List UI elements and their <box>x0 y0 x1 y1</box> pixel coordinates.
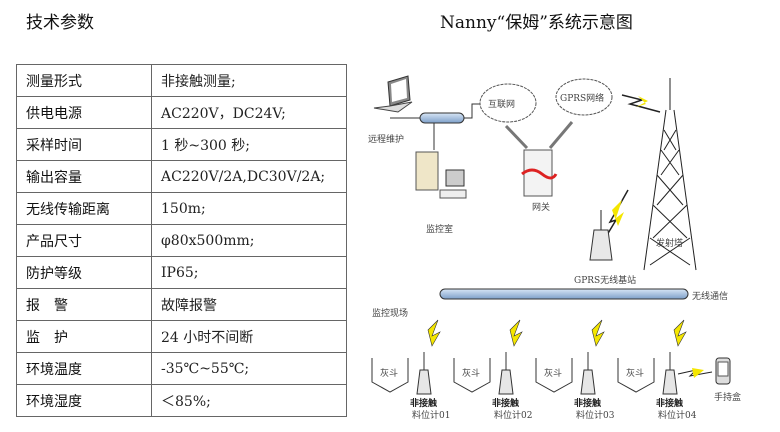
hopper-icon <box>617 358 655 393</box>
system-diagram: 远程维护 互联网 GPRS网络 监控室 网关 发射塔 GPRS无线基站 无线通信… <box>360 60 780 432</box>
spec-key: 报 警 <box>16 288 152 321</box>
spec-key: 测量形式 <box>16 64 152 97</box>
spec-value: AC220V，DC24V; <box>151 96 347 129</box>
remote-maintenance-label: 远程维护 <box>368 135 405 145</box>
spec-row: 报 警故障报警 <box>16 288 347 321</box>
sensor-type-label: 非接触 <box>492 399 520 409</box>
level-meter-label: 料位计01 <box>412 411 451 421</box>
lightning-icon <box>591 319 605 347</box>
spec-row: 环境温度-35℃~55℃; <box>16 352 347 385</box>
handheld-label: 手持盒 <box>714 393 742 403</box>
sensor-type-label: 非接触 <box>410 399 438 409</box>
diagram-title: Nanny“保姆”系统示意图 <box>440 13 633 33</box>
spec-value: 1 秒~300 秒; <box>151 128 347 161</box>
spec-key: 环境湿度 <box>16 384 152 417</box>
hopper-icon <box>371 358 409 393</box>
monitor-room-label: 监控室 <box>426 225 454 235</box>
level-meter-label: 料位计04 <box>658 411 697 421</box>
level-meter-label: 料位计02 <box>494 411 533 421</box>
spec-value: φ80x500mm; <box>151 224 347 257</box>
sensor-type-label: 非接触 <box>574 399 602 409</box>
internet-cloud <box>479 83 537 123</box>
spec-key: 监 护 <box>16 320 152 353</box>
spec-value: 150m; <box>151 192 347 225</box>
tower-label: 发射塔 <box>656 239 684 249</box>
gprs-network-label: GPRS网络 <box>560 94 605 104</box>
hopper-label: 灰斗 <box>462 369 481 379</box>
spec-key: 无线传输距离 <box>16 192 152 225</box>
gprs-cloud <box>555 78 613 116</box>
level-meter-label: 料位计03 <box>576 411 615 421</box>
spec-key: 输出容量 <box>16 160 152 193</box>
spec-value: -35℃~55℃; <box>151 352 347 385</box>
spec-key: 产品尺寸 <box>16 224 152 257</box>
spec-row: 测量形式非接触测量; <box>16 64 347 97</box>
level-sensor-icon <box>498 319 523 395</box>
spec-section-title: 技术参数 <box>26 13 94 33</box>
hopper-icon <box>453 358 491 393</box>
spec-value: IP65; <box>151 256 347 289</box>
monitor-site-label: 监控现场 <box>372 309 409 319</box>
spec-value: 非接触测量; <box>151 64 347 97</box>
wireless-bus <box>439 288 689 300</box>
network-bus <box>419 112 465 124</box>
level-sensor-icon <box>662 319 687 395</box>
tower-icon <box>643 78 697 271</box>
hopper-label: 灰斗 <box>380 369 399 379</box>
spec-value: 24 小时不间断 <box>151 320 347 353</box>
lightning-icon <box>621 94 661 113</box>
monitor-room-pc-icon <box>415 151 467 199</box>
level-sensor-icon <box>580 319 605 395</box>
spec-key: 采样时间 <box>16 128 152 161</box>
wireless-comm-label: 无线通信 <box>692 292 729 302</box>
spec-value: AC220V/2A,DC30V/2A; <box>151 160 347 193</box>
internet-label: 互联网 <box>488 100 516 110</box>
lightning-icon <box>509 319 523 347</box>
gateway-server-icon <box>521 149 558 197</box>
spec-value: 故障报警 <box>151 288 347 321</box>
spec-value: ＜85%; <box>151 384 347 417</box>
hopper-icon <box>535 358 573 393</box>
gateway-label: 网关 <box>532 203 551 213</box>
spec-key: 供电电源 <box>16 96 152 129</box>
handheld-device-icon <box>677 357 731 385</box>
spec-key: 防护等级 <box>16 256 152 289</box>
hopper-label: 灰斗 <box>626 369 645 379</box>
level-sensor-icon <box>416 319 441 395</box>
laptop-icon <box>373 75 413 113</box>
base-station-icon <box>589 210 613 261</box>
base-station-label: GPRS无线基站 <box>574 276 637 286</box>
sensor-type-label: 非接触 <box>656 399 684 409</box>
hopper-label: 灰斗 <box>544 369 563 379</box>
lightning-icon <box>673 319 687 347</box>
spec-key: 环境温度 <box>16 352 152 385</box>
lightning-icon <box>427 319 441 347</box>
spec-row: 环境湿度＜85%; <box>16 384 347 417</box>
